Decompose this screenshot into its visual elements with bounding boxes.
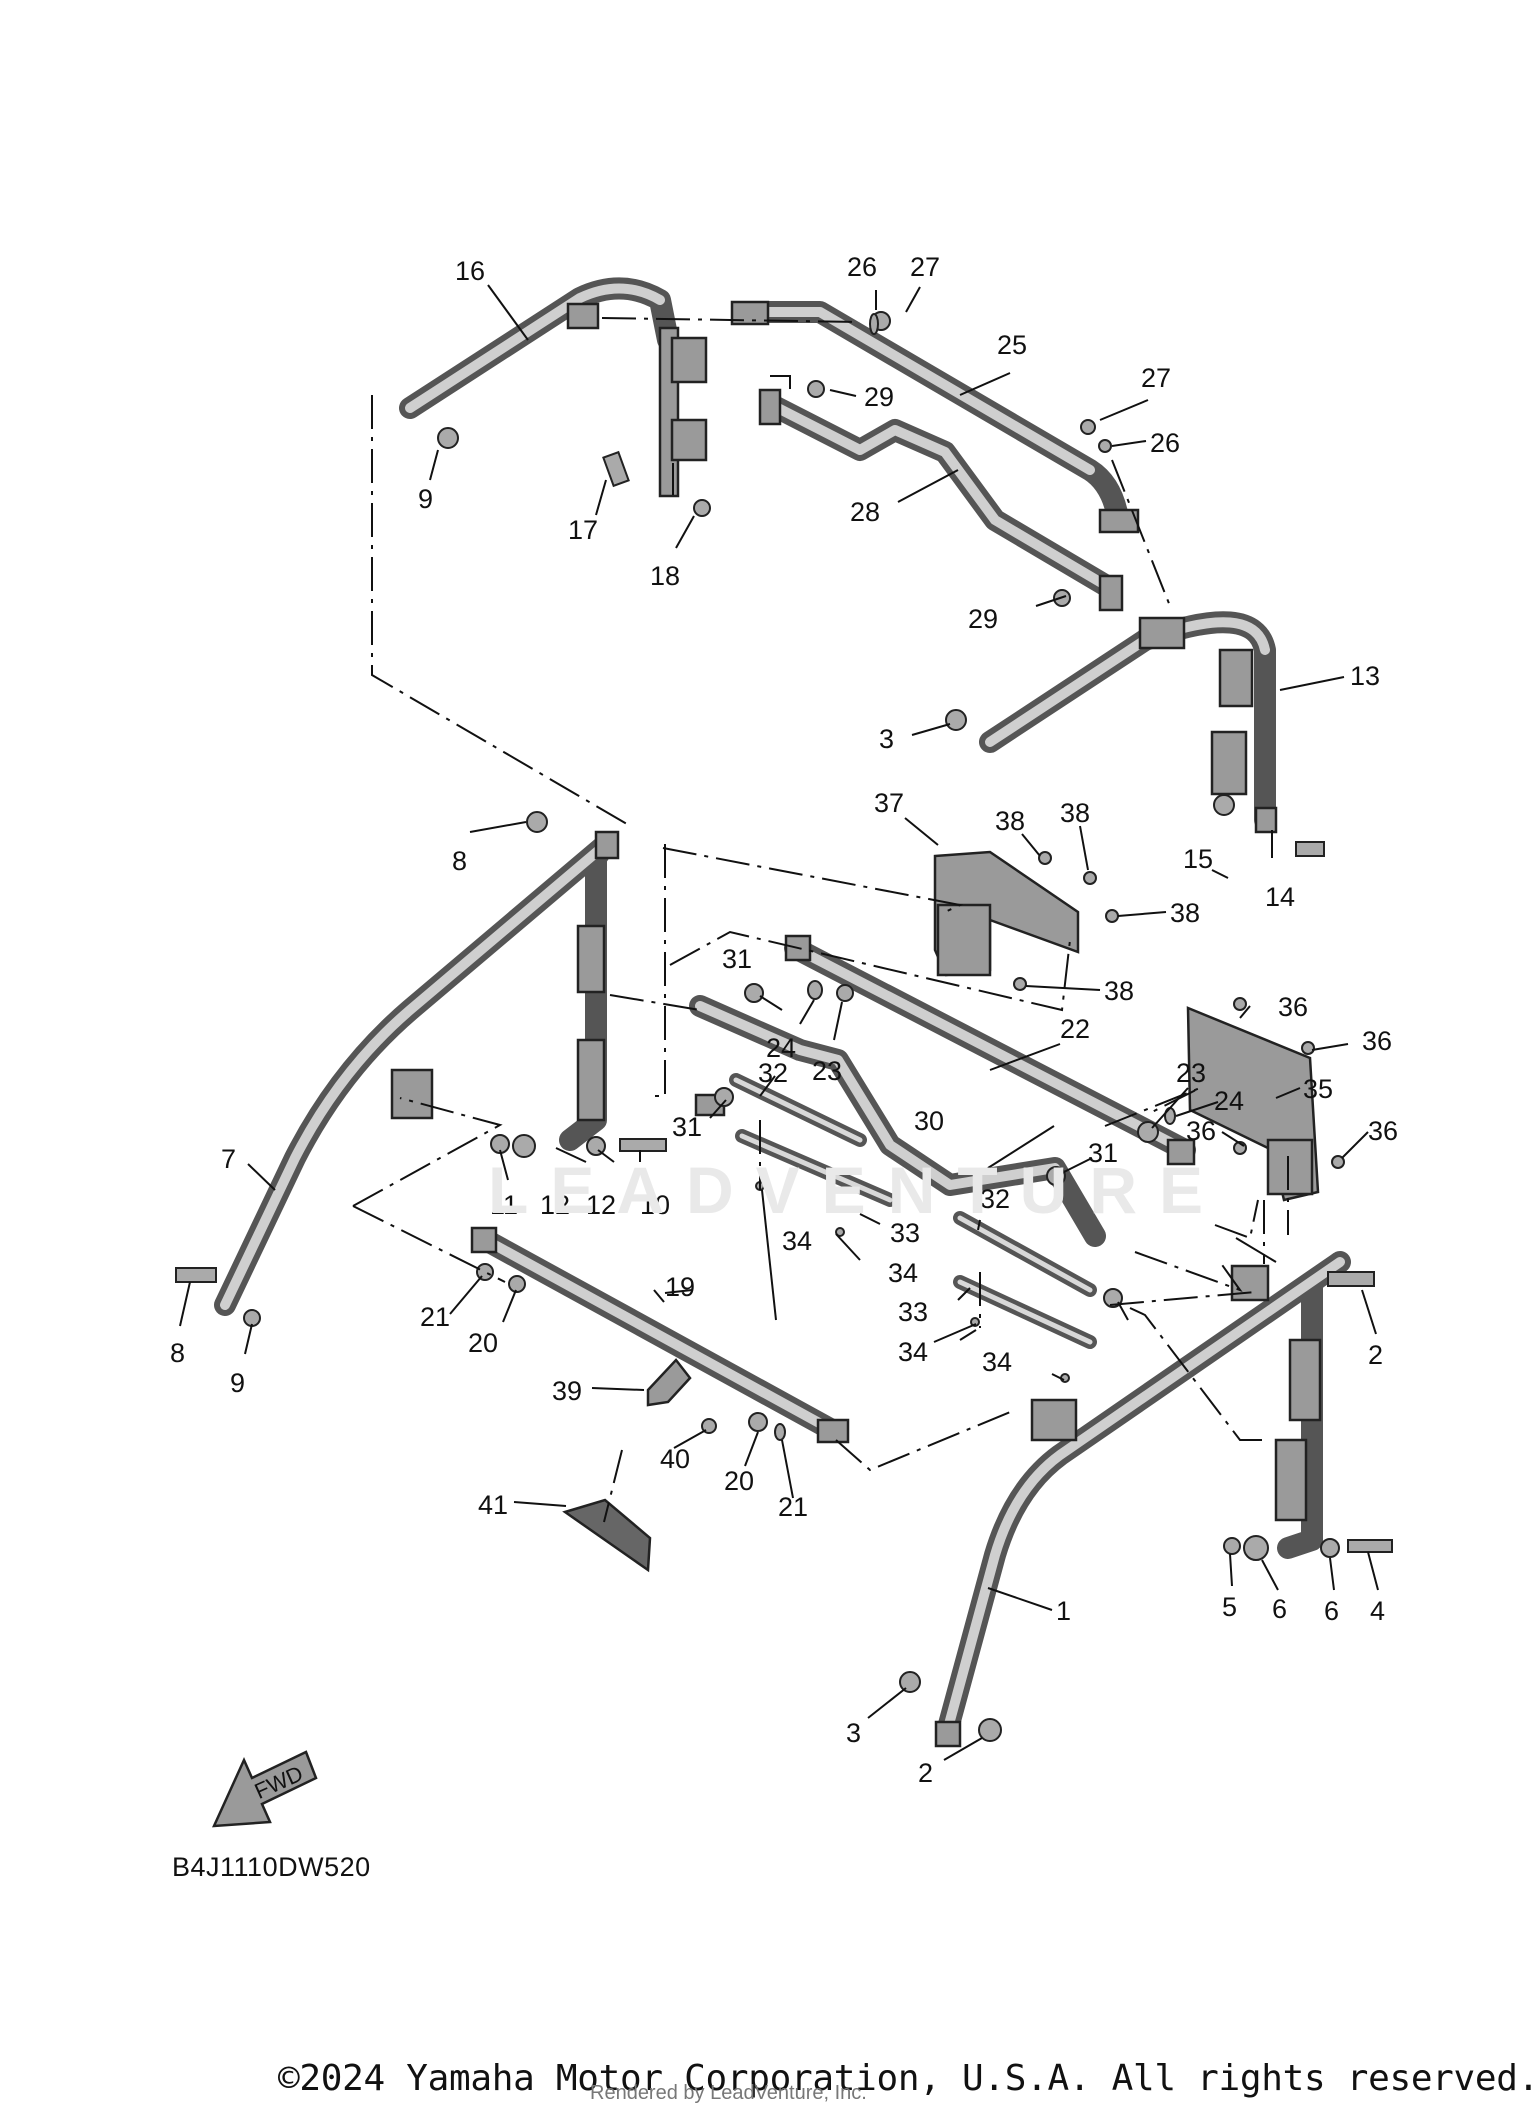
- callout-4: 4: [1370, 1596, 1385, 1626]
- callout-7: 7: [221, 1144, 236, 1174]
- part-39-bracket: [646, 1358, 692, 1407]
- callout-38: 38: [1170, 898, 1200, 928]
- part-35-panel: [1186, 1006, 1320, 1202]
- callout-34: 34: [782, 1226, 812, 1256]
- callout-41: 41: [478, 1490, 508, 1520]
- callout-21: 21: [778, 1492, 808, 1522]
- callout-23: 23: [812, 1056, 842, 1086]
- callout-2: 2: [1368, 1340, 1383, 1370]
- part-32-strips: [729, 1073, 1097, 1297]
- callout-39: 39: [552, 1376, 582, 1406]
- callout-18: 18: [650, 561, 680, 591]
- callout-19: 19: [665, 1272, 695, 1302]
- callout-24: 24: [766, 1033, 796, 1063]
- callout-36: 36: [1362, 1026, 1392, 1056]
- callout-31: 31: [672, 1112, 702, 1142]
- parts-diagram: FWD 16 26 27 25 29 27 26 9 17 18 28 29 1…: [170, 252, 1398, 1828]
- callout-12: 12: [540, 1190, 570, 1220]
- part-33-strips: [735, 1129, 1097, 1349]
- part-1-rear-hoop: [934, 1251, 1351, 1748]
- callout-9: 9: [418, 484, 433, 514]
- callout-29: 29: [864, 382, 894, 412]
- callout-2: 2: [918, 1758, 933, 1788]
- callout-31: 31: [1088, 1138, 1118, 1168]
- callout-3: 3: [879, 724, 894, 754]
- callout-6: 6: [1324, 1596, 1339, 1626]
- callout-10: 10: [640, 1190, 670, 1220]
- callout-25: 25: [997, 330, 1027, 360]
- callout-31: 31: [722, 944, 752, 974]
- callout-27: 27: [1141, 363, 1171, 393]
- callout-5: 5: [1222, 1592, 1237, 1622]
- part-7-front-hoop: [214, 830, 620, 1316]
- callout-9: 9: [230, 1368, 245, 1398]
- fasteners: [175, 311, 1393, 1742]
- callout-36: 36: [1368, 1116, 1398, 1146]
- callout-40: 40: [660, 1444, 690, 1474]
- callout-32: 32: [980, 1184, 1010, 1214]
- callout-12: 12: [586, 1190, 616, 1220]
- callout-numbers: 16 26 27 25 29 27 26 9 17 18 28 29 13 3 …: [170, 252, 1398, 1788]
- callout-34: 34: [982, 1347, 1012, 1377]
- callout-33: 33: [898, 1297, 928, 1327]
- callout-38: 38: [1060, 798, 1090, 828]
- callout-33: 33: [890, 1218, 920, 1248]
- callout-24: 24: [1214, 1086, 1244, 1116]
- callout-34: 34: [898, 1337, 928, 1367]
- callout-17: 17: [568, 515, 598, 545]
- callout-27: 27: [910, 252, 940, 282]
- callout-8: 8: [452, 846, 467, 876]
- fwd-arrow: FWD: [211, 1750, 318, 1828]
- callout-36: 36: [1278, 992, 1308, 1022]
- callout-35: 35: [1303, 1074, 1333, 1104]
- callout-21: 21: [420, 1302, 450, 1332]
- callout-36: 36: [1186, 1116, 1216, 1146]
- callout-20: 20: [724, 1466, 754, 1496]
- callout-30: 30: [914, 1106, 944, 1136]
- drawing-code: B4J1110DW520: [172, 1852, 371, 1882]
- callout-20: 20: [468, 1328, 498, 1358]
- callout-37: 37: [874, 788, 904, 818]
- part-19-lower-cross-bar: [470, 1226, 850, 1444]
- callout-6: 6: [1272, 1594, 1287, 1624]
- callout-23: 23: [1176, 1058, 1206, 1088]
- callout-13: 13: [1350, 661, 1380, 691]
- leader-lines: [179, 284, 1379, 1761]
- callout-34: 34: [888, 1258, 918, 1288]
- copyright-notice: ©2024 Yamaha Motor Corporation, U.S.A. A…: [278, 2058, 1539, 2099]
- callout-14: 14: [1265, 882, 1295, 912]
- part-25-roof-side-bar: [730, 300, 1140, 534]
- callout-29: 29: [968, 604, 998, 634]
- callout-16: 16: [455, 256, 485, 286]
- callout-11: 11: [490, 1190, 518, 1220]
- callout-26: 26: [847, 252, 877, 282]
- callout-8: 8: [170, 1338, 185, 1368]
- callout-3: 3: [846, 1718, 861, 1748]
- callout-38: 38: [995, 806, 1025, 836]
- callout-28: 28: [850, 497, 880, 527]
- callout-15: 15: [1183, 844, 1213, 874]
- callout-38: 38: [1104, 976, 1134, 1006]
- part-13-rear-upper-hoop: [979, 611, 1278, 834]
- watermark: LEADVENTURE: [488, 1153, 1226, 1227]
- rendered-by-credit: Rendered by LeadVenture, Inc.: [590, 2082, 867, 2104]
- callout-1: 1: [1056, 1596, 1071, 1626]
- callout-26: 26: [1150, 428, 1180, 458]
- part-41-reflector: [562, 1498, 652, 1573]
- part-16-front-roof-bar: [399, 277, 708, 498]
- callout-22: 22: [1060, 1014, 1090, 1044]
- part-37-bracket: [933, 850, 1080, 977]
- assembly-lines: [352, 317, 1289, 1523]
- callout-32: 32: [758, 1058, 788, 1088]
- part-28-rear-bar-bent: [758, 388, 1124, 612]
